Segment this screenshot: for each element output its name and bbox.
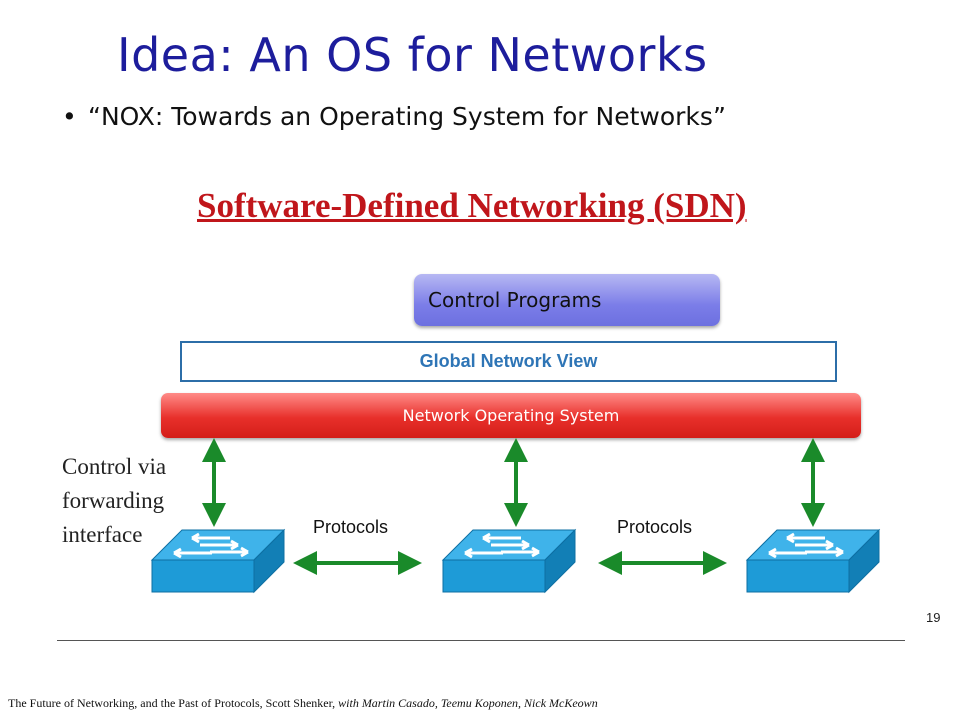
footer-citation: The Future of Networking, and the Past o… — [8, 696, 598, 711]
side-label-line: interface — [62, 522, 143, 547]
page-number: 19 — [926, 610, 941, 625]
side-label-line: Control via — [62, 454, 167, 479]
network-switch-icon — [441, 528, 577, 594]
sdn-heading: Software-Defined Networking (SDN) — [197, 186, 747, 225]
global-network-view-box: Global Network View — [180, 341, 837, 382]
slide-title: Idea: An OS for Networks — [117, 28, 708, 82]
side-label-line: forwarding — [62, 488, 165, 513]
network-switch-icon — [745, 528, 881, 594]
control-programs-box: Control Programs — [414, 274, 720, 326]
footer-divider — [57, 640, 905, 641]
network-os-box: Network Operating System — [161, 393, 861, 438]
bullet-marker: • — [62, 102, 77, 131]
protocols-label: Protocols — [313, 517, 389, 537]
bullet-item: • “NOX: Towards an Operating System for N… — [62, 102, 726, 131]
protocols-label: Protocols — [617, 517, 693, 537]
footer-text: The Future of Networking, and the Past o… — [8, 696, 339, 710]
network-switch-icon — [150, 528, 286, 594]
bullet-text: “NOX: Towards an Operating System for Ne… — [88, 102, 726, 131]
footer-authors: with Martin Casado, Teemu Koponen, Nick … — [338, 696, 598, 710]
side-label: Control via forwarding interface — [62, 450, 212, 560]
